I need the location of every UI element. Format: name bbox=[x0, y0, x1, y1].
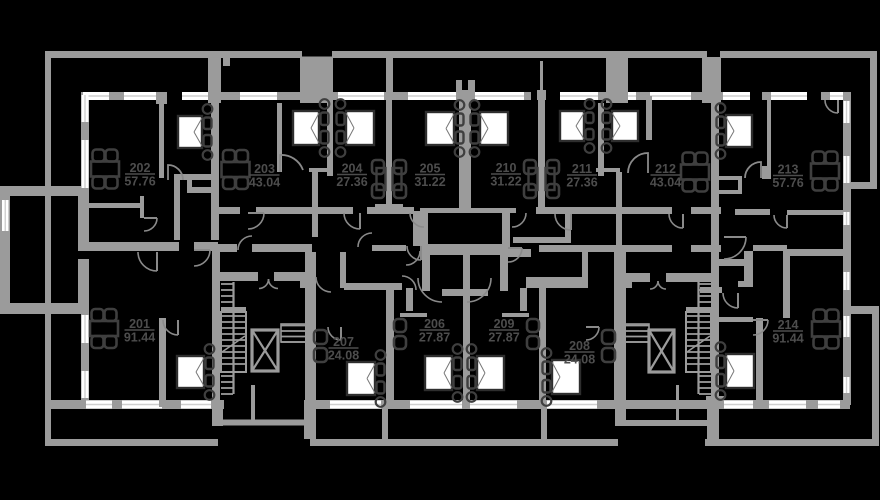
svg-text:210: 210 bbox=[496, 161, 517, 175]
svg-text:24.08: 24.08 bbox=[564, 353, 595, 367]
svg-text:205: 205 bbox=[420, 162, 441, 176]
svg-text:43.04: 43.04 bbox=[249, 176, 280, 190]
svg-text:213: 213 bbox=[778, 163, 799, 177]
svg-text:202: 202 bbox=[130, 161, 151, 175]
svg-text:207: 207 bbox=[333, 335, 354, 349]
svg-text:203: 203 bbox=[254, 162, 275, 176]
svg-text:204: 204 bbox=[342, 162, 363, 176]
svg-text:27.36: 27.36 bbox=[336, 175, 367, 189]
svg-text:201: 201 bbox=[129, 317, 150, 331]
svg-text:206: 206 bbox=[424, 317, 445, 331]
svg-text:43.04: 43.04 bbox=[650, 176, 681, 190]
svg-text:211: 211 bbox=[572, 162, 592, 176]
svg-text:91.44: 91.44 bbox=[772, 332, 803, 346]
svg-text:91.44: 91.44 bbox=[124, 331, 155, 345]
svg-text:208: 208 bbox=[569, 339, 590, 353]
svg-text:27.87: 27.87 bbox=[488, 331, 519, 345]
svg-text:31.22: 31.22 bbox=[414, 175, 445, 189]
svg-text:214: 214 bbox=[778, 318, 799, 332]
svg-text:57.76: 57.76 bbox=[772, 176, 803, 190]
svg-text:57.76: 57.76 bbox=[124, 175, 155, 189]
svg-text:27.36: 27.36 bbox=[566, 176, 597, 190]
svg-text:31.22: 31.22 bbox=[490, 175, 521, 189]
svg-text:212: 212 bbox=[655, 162, 676, 176]
svg-text:27.87: 27.87 bbox=[419, 331, 450, 345]
svg-text:24.08: 24.08 bbox=[328, 349, 359, 363]
svg-text:209: 209 bbox=[494, 317, 515, 331]
